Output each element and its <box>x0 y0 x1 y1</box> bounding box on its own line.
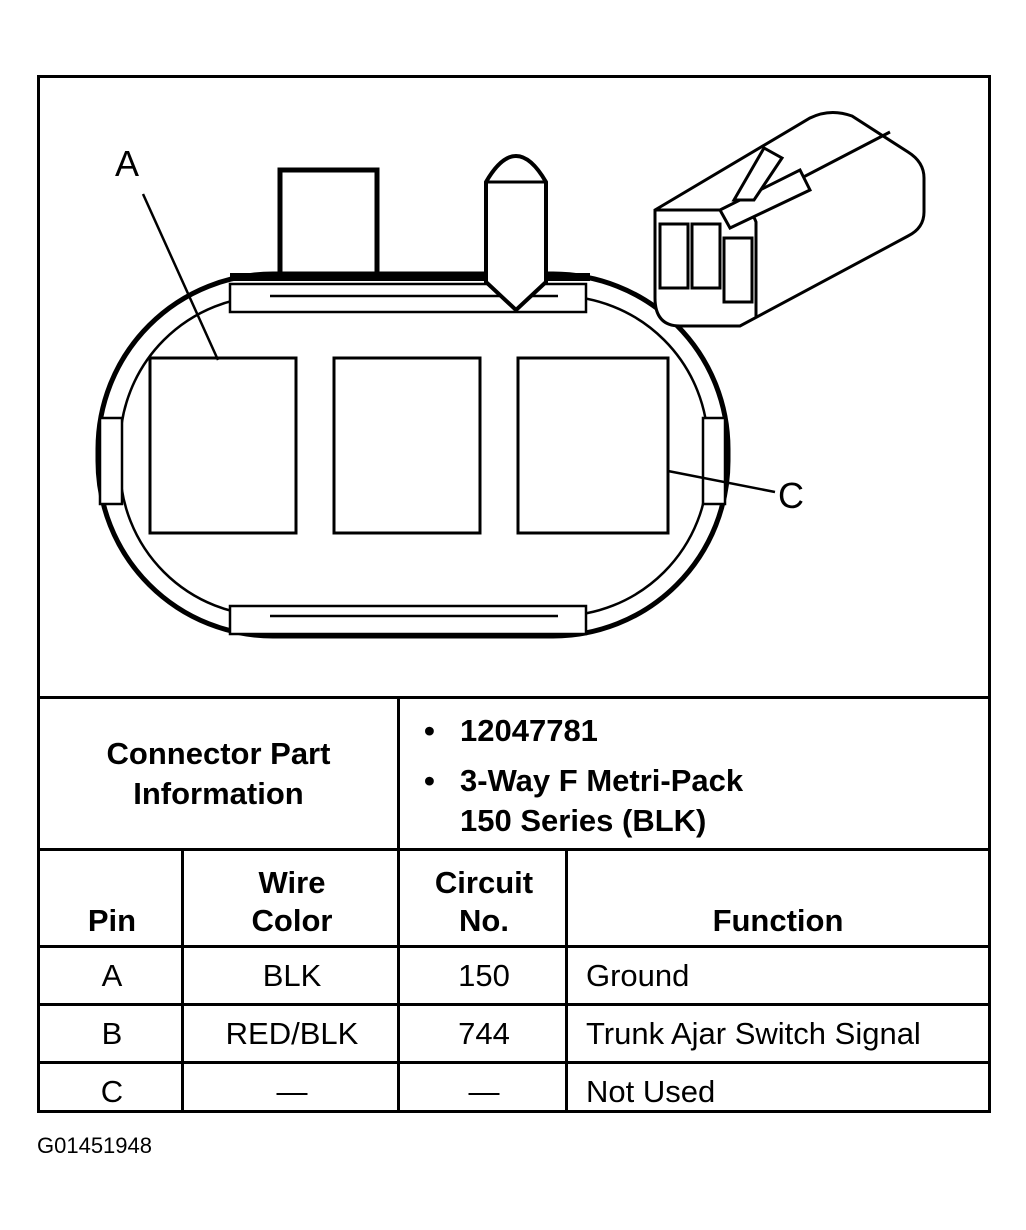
row-c-wire-color: — <box>276 1074 308 1109</box>
part-info-label-line2: Information <box>133 775 304 811</box>
part-info-value-cell: • 12047781 • 3-Way F Metri-Pack 150 Seri… <box>400 699 988 848</box>
header-function-text: Function <box>712 903 844 938</box>
row-c-circuit: — <box>468 1074 500 1109</box>
header-function: Function <box>568 851 988 948</box>
part-info-label-cell: Connector Part Information <box>40 699 400 848</box>
header-pin-text: Pin <box>87 903 137 938</box>
figure-id: G01451948 <box>37 1133 152 1158</box>
header-wire-color-line1: Wire <box>258 865 326 900</box>
connector-iso-view <box>653 111 926 328</box>
connector-face-drawing <box>95 111 926 639</box>
pin-out-table: Pin Wire Color Circuit No. Function A BL… <box>40 848 988 1113</box>
row-a-pin: A <box>101 958 123 993</box>
connector-figure-frame: A C Connector Part Information • 1204778… <box>37 75 991 1113</box>
callout-label-c: C <box>778 475 804 516</box>
callout-c-leader <box>667 469 776 494</box>
bullet-key-tab <box>484 154 548 313</box>
part-description-item: • 3-Way F Metri-Pack 150 Series (BLK) <box>424 761 744 841</box>
header-wire-color: Wire Color <box>184 851 400 948</box>
header-wire-color-line2: Color <box>251 903 333 938</box>
cavity-b <box>332 356 482 535</box>
cavity-a <box>148 356 298 535</box>
connector-face-diagram: A C <box>40 78 988 696</box>
row-a-circuit: 150 <box>458 958 510 993</box>
row-c-function: Not Used <box>586 1074 716 1109</box>
part-info-label-line1: Connector Part <box>106 735 331 771</box>
row-b-pin: B <box>101 1016 123 1051</box>
row-a-function: Ground <box>586 958 690 993</box>
square-lock-tab <box>277 167 380 277</box>
row-c-pin: C <box>100 1074 124 1109</box>
callout-label-a: A <box>115 143 140 184</box>
part-description-line2: 150 Series (BLK) <box>460 803 707 838</box>
part-number: 12047781 <box>460 713 598 748</box>
right-rib <box>701 416 727 506</box>
left-rib <box>98 416 124 506</box>
header-circuit-no: Circuit No. <box>400 851 568 948</box>
header-pin: Pin <box>40 851 184 948</box>
row-b-wire-color: RED/BLK <box>225 1016 359 1051</box>
callout-a-leader <box>141 193 220 361</box>
connector-part-info-table: Connector Part Information • 12047781 • … <box>40 696 988 848</box>
header-circuit-line2: No. <box>459 903 509 938</box>
bullet-icon: • <box>424 713 435 748</box>
header-circuit-line1: Circuit <box>434 865 534 900</box>
bottom-rib <box>228 604 588 636</box>
bullet-icon: • <box>424 763 435 798</box>
row-b-circuit: 744 <box>458 1016 510 1051</box>
part-description-line1: 3-Way F Metri-Pack <box>460 763 744 798</box>
cavity-c <box>516 356 670 535</box>
row-a-wire-color: BLK <box>262 958 322 993</box>
row-b-function: Trunk Ajar Switch Signal <box>586 1016 921 1051</box>
part-number-item: • 12047781 <box>424 711 598 751</box>
